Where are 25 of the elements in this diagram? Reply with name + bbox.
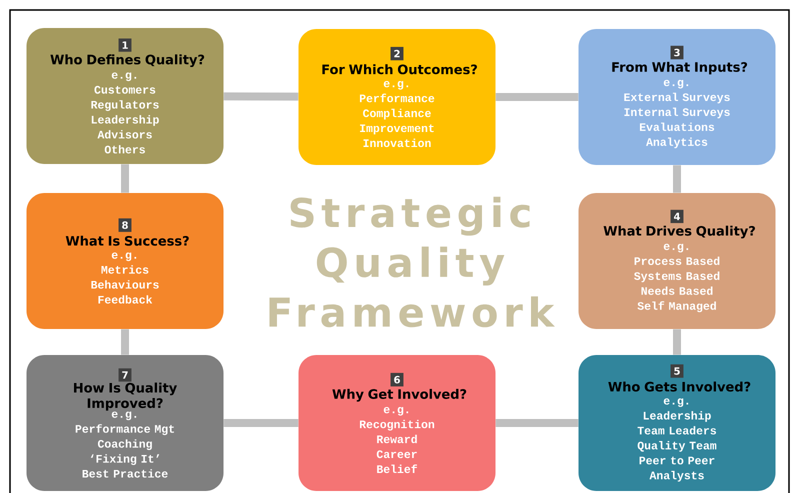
- connector-line: [224, 92, 298, 101]
- connector-line: [121, 164, 129, 193]
- question-box: 1 Who Defines Quality? e.g. Customers Regulators Leadership Advisors Others: [26, 28, 224, 164]
- question-box: 2 For Which Outcomes? e.g. Performance Compliance Improvement Innovation: [298, 29, 496, 165]
- connector-line: [673, 329, 681, 355]
- question-box: 4 What Drives Quality? e.g. Process Based Systems Based Needs Based Self Managed: [578, 193, 776, 329]
- connector-line: [224, 419, 298, 427]
- number-badge: 6: [390, 372, 404, 386]
- number-badge: 3: [670, 46, 684, 60]
- question-box: 6 Why Get Involved? e.g. Recognition Reward Career Belief: [298, 355, 496, 491]
- number-badge: 4: [670, 210, 684, 224]
- title-text: Strategic Quality Framework: [269, 196, 555, 328]
- connector-line: [496, 93, 578, 101]
- connector-line: [496, 419, 578, 427]
- question-box: 5 Who Gets Involved? e.g. Leadership Team Leaders Quality Team Peer to Peer Analysts: [578, 355, 776, 491]
- question-box: 3 From What Inputs? e.g. External Surveys Internal Surveys Evaluations Analytics: [578, 29, 776, 165]
- question-box: 8 What Is Success? e.g. Metrics Behaviours Feedback: [26, 193, 224, 329]
- number-badge: 8: [118, 218, 132, 232]
- question-box: 7 How Is Quality Improved? e.g. Performance Mgt Coaching ‘Fixing It’ Best Practice: [26, 355, 224, 491]
- number-badge: 2: [390, 46, 404, 60]
- number-badge: 5: [670, 364, 684, 378]
- connector-line: [673, 165, 681, 193]
- number-badge: 1: [118, 38, 132, 52]
- connector-line: [121, 329, 129, 355]
- number-badge: 7: [118, 368, 132, 382]
